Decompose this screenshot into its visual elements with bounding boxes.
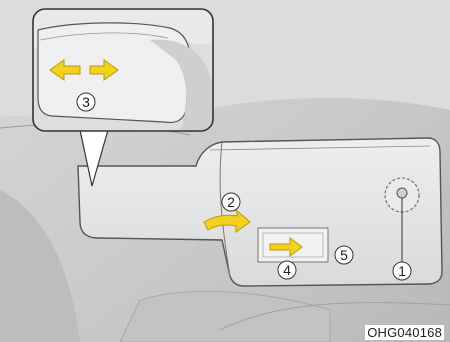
svg-text:4: 4: [283, 262, 291, 278]
callout-2: 2: [222, 193, 240, 211]
svg-text:2: 2: [227, 194, 235, 210]
callout-1: 1: [393, 262, 411, 280]
bracket-pin: [397, 188, 407, 198]
inset-detail: [33, 9, 213, 131]
callout-3: 3: [77, 93, 95, 111]
svg-text:1: 1: [398, 263, 406, 279]
svg-text:3: 3: [82, 94, 90, 110]
callout-4: 4: [278, 261, 296, 279]
svg-text:5: 5: [340, 247, 348, 263]
figure-code: OHG040168: [365, 325, 444, 340]
callout-5: 5: [335, 246, 353, 264]
